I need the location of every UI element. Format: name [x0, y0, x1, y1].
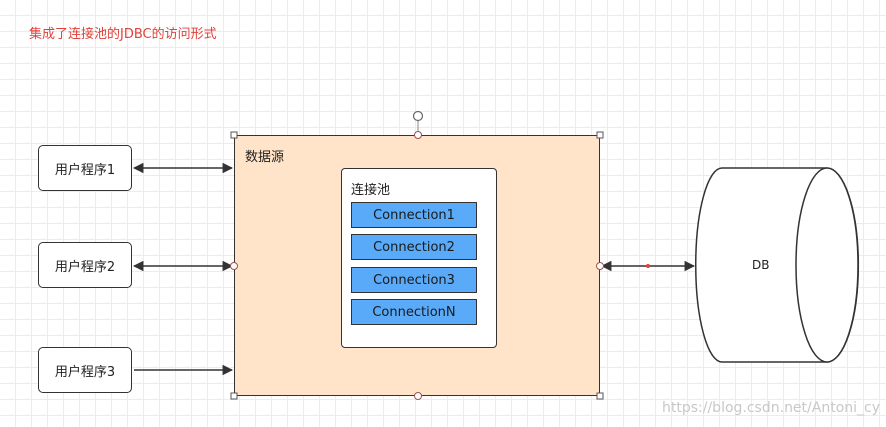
user-program-1-box[interactable]: 用户程序1	[38, 145, 132, 191]
user-program-3-box[interactable]: 用户程序3	[38, 347, 132, 393]
connection-3-label: Connection3	[373, 272, 455, 288]
connection-1-label: Connection1	[373, 207, 455, 223]
user-program-1-label: 用户程序1	[54, 162, 116, 178]
connector-midpoint-dot	[646, 264, 650, 268]
connection-2-label: Connection2	[373, 239, 455, 255]
user-program-2-box[interactable]: 用户程序2	[38, 242, 132, 288]
connection-1-box[interactable]: Connection1	[351, 202, 477, 228]
diagram-caption: 集成了连接池的JDBC的访问形式	[29, 27, 217, 42]
user-program-3-label: 用户程序3	[54, 364, 116, 380]
database-cylinder[interactable]	[694, 167, 860, 363]
connection-n-label: ConnectionN	[372, 304, 456, 320]
datasource-label: 数据源	[245, 150, 285, 165]
rotate-handle[interactable]	[412, 110, 424, 132]
database-label: DB	[752, 258, 770, 272]
watermark-text: https://blog.csdn.net/Antoni_cy	[662, 400, 881, 416]
connection-pool-label: 连接池	[351, 183, 391, 198]
connection-3-box[interactable]: Connection3	[351, 267, 477, 293]
selection-handles[interactable]	[230, 131, 604, 400]
connection-2-box[interactable]: Connection2	[351, 234, 477, 260]
connection-pool-box[interactable]: 连接池 Connection1 Connection2 Connection3 …	[341, 168, 497, 348]
user-program-2-label: 用户程序2	[54, 259, 116, 275]
connection-n-box[interactable]: ConnectionN	[351, 299, 477, 325]
